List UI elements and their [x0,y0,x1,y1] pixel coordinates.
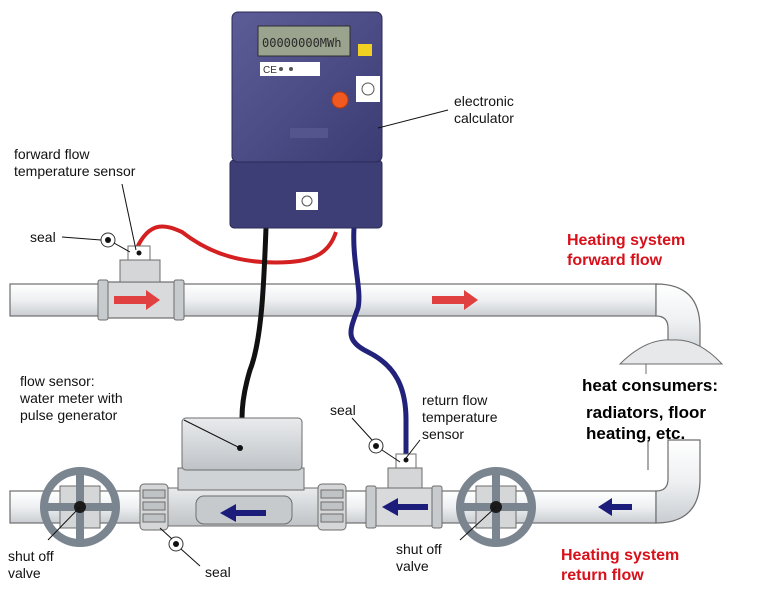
heating-return-flow-label: Heating system return flow [561,547,680,584]
ce-mark: CE [263,65,277,76]
return-flow-arrow-pipe [598,498,632,516]
forward-flow-arrow-sensor [114,290,160,310]
seal-bottom-label: seal [205,564,231,580]
return-flow-arrow-meter [220,504,266,522]
flow-sensor-cable [239,227,269,419]
electronic-calculator[interactable]: 00000000MWh CE [229,11,383,229]
heat-consumers-detail: radiators, floor heating, etc. [586,403,706,443]
return-temperature-sensor[interactable] [365,453,443,529]
return-flow-arrow-sensor [382,498,428,516]
forward-sensor-cable [134,224,338,265]
seal-top-label: seal [30,229,56,245]
return-sensor-cable [348,227,409,460]
flow-sensor-water-meter[interactable] [139,417,347,531]
shutoff-right-label: shut off valve [396,541,442,574]
warning-label [358,44,372,56]
calculator-seal-logo [296,192,318,210]
forward-temperature-sensor[interactable] [97,245,185,321]
return-sensor-label: return flow temperature sensor [422,392,498,442]
flow-sensor-label: flow sensor: water meter with pulse gene… [20,373,123,423]
heat-consumer-dome [618,339,724,365]
electronic-calculator-label: electronic calculator [454,93,514,126]
forward-sensor-label: forward flow temperature sensor [14,146,136,179]
flow-sensor-leader [183,419,241,449]
forward-flow-arrow-pipe [432,290,478,310]
display-readout: 00000000MWh [262,36,341,50]
calculator-button[interactable] [331,91,349,109]
shutoff-left-leader [47,506,81,541]
calculator-leader [377,109,449,129]
calculator-logo [356,76,380,102]
heating-forward-flow-label: Heating system forward flow [567,232,686,269]
return-sensor-leader [405,439,421,459]
heat-consumers-title: heat consumers: [582,376,719,395]
forward-sensor-leader [121,183,137,251]
calculator-display [257,25,351,57]
shutoff-right-leader [459,506,497,541]
seal-middle-label: seal [330,402,356,418]
shutoff-left-label: shut off valve [8,548,54,581]
